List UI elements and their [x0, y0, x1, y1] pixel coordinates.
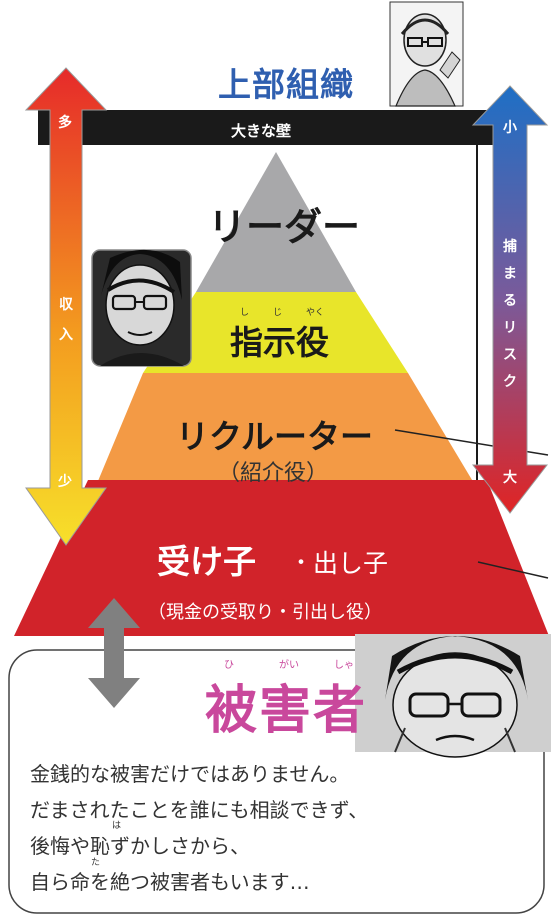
victim-ruby-1: ひ [224, 660, 234, 671]
pointer-receiver [477, 561, 549, 579]
victim-line-3: 後悔や恥ずかしさから、 [30, 834, 250, 858]
instructor-portrait-icon [91, 249, 192, 367]
level-receiver-label: 受け子 [157, 542, 256, 581]
income-high-label: 多 [58, 115, 72, 131]
pyramid-instructor [143, 292, 408, 373]
income-label: 収入 [59, 297, 73, 343]
risk-high-label: 大 [503, 470, 517, 486]
level-instructor-label: 指示役 [230, 323, 329, 362]
upper-organization-title: 上部組織 [218, 65, 354, 104]
victim-ruby-3: しゃ [334, 660, 354, 671]
instructor-ruby-2: じ [273, 308, 283, 318]
victim-line-1: 金銭的な被害だけではありません。 [30, 762, 350, 786]
level-recruiter-label: リクルーター [176, 417, 374, 456]
level-leader-label: リーダー [208, 205, 361, 249]
pyramid-receiver [14, 480, 549, 636]
level-receiver-sub: （現金の受取り・引出し役） [148, 602, 382, 623]
ruby-ha: は [112, 821, 122, 831]
victim-line-4: 自ら命を絶つ被害者もいます… [30, 870, 310, 894]
level-withdrawer-label: 出し子 [313, 549, 389, 578]
boss-portrait-icon [389, 1, 464, 107]
level-recruiter-sub: （紹介役） [218, 461, 329, 486]
wall-label: 大きな壁 [231, 122, 292, 140]
victim-portrait-icon [355, 634, 551, 758]
income-arrow [24, 67, 108, 546]
risk-low-label: 小 [503, 120, 517, 136]
pyramid-leader [196, 152, 356, 292]
wall-bar [38, 110, 513, 145]
pyramid-recruiter [88, 373, 487, 505]
instructor-ruby-3: やく [306, 308, 325, 318]
victim-description: 金銭的な被害だけではありません。 だまされたことを誰にも相談できず、 後悔や恥ず… [30, 756, 368, 900]
victim-title: 被害者 [205, 681, 368, 741]
instructor-ruby-1: し [240, 308, 250, 318]
risk-label: 捕まるリスク [503, 239, 517, 390]
income-low-label: 少 [58, 474, 72, 490]
level-receiver-separator: ・ [290, 551, 313, 576]
victim-line-2: だまされたことを誰にも相談できず、 [30, 798, 369, 822]
victim-ruby-2: がい [279, 660, 299, 671]
risk-arrow [471, 85, 549, 514]
ruby-ta: た [91, 858, 101, 868]
contact-arrow [88, 598, 140, 708]
